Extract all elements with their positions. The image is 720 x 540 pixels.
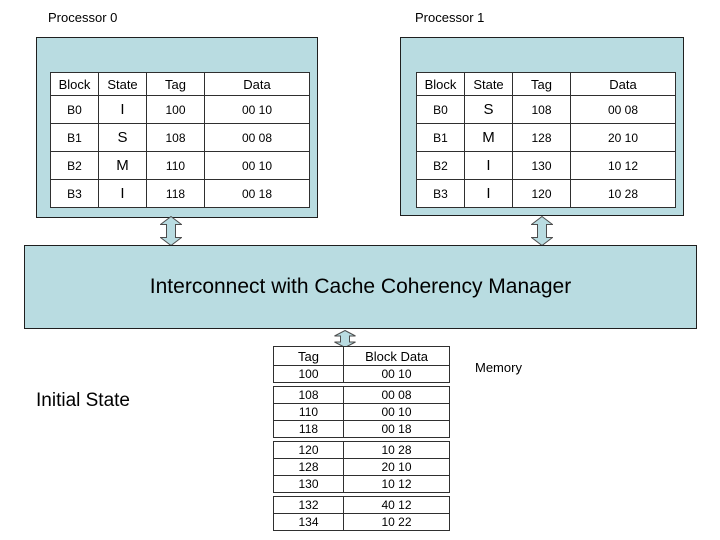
memory-table-group4: 132 40 12 134 10 22 bbox=[273, 496, 450, 531]
block-cell: B2 bbox=[50, 151, 99, 180]
memory-table-group1: Tag Block Data 100 00 10 bbox=[273, 346, 450, 383]
header-block: Block bbox=[416, 72, 465, 96]
header-tag: Tag bbox=[512, 72, 571, 96]
data-cell: 10 28 bbox=[343, 441, 450, 459]
tag-cell: 128 bbox=[273, 458, 344, 476]
processor1-bus-arrow-icon bbox=[531, 216, 553, 246]
memory-header-tag: Tag bbox=[273, 346, 344, 366]
memory-header-data: Block Data bbox=[343, 346, 450, 366]
processor1-title: Processor 1 bbox=[415, 10, 485, 25]
processor0-box: Block State Tag Data B0 I 100 00 10 B1 S… bbox=[36, 37, 318, 218]
table-row: B2 M 110 00 10 bbox=[50, 151, 310, 180]
state-cell: S bbox=[98, 123, 147, 152]
table-row: B1 S 108 00 08 bbox=[50, 123, 310, 152]
state-cell: M bbox=[98, 151, 147, 180]
table-row: 130 10 12 bbox=[273, 475, 450, 493]
header-state: State bbox=[98, 72, 147, 96]
block-cell: B1 bbox=[50, 123, 99, 152]
tag-cell: 128 bbox=[512, 123, 571, 152]
processor1-cache-table: Block State Tag Data B0 S 108 00 08 B1 M… bbox=[416, 72, 676, 208]
table-row: 118 00 18 bbox=[273, 420, 450, 438]
state-cell: I bbox=[98, 179, 147, 208]
memory-table: Tag Block Data 100 00 10 108 00 08 110 0… bbox=[273, 346, 450, 531]
processor0-title: Processor 0 bbox=[48, 10, 118, 25]
table-row: 110 00 10 bbox=[273, 403, 450, 421]
table-row: 108 00 08 bbox=[273, 386, 450, 404]
tag-cell: 110 bbox=[146, 151, 205, 180]
tag-cell: 108 bbox=[512, 95, 571, 124]
data-cell: 00 08 bbox=[570, 95, 676, 124]
data-cell: 40 12 bbox=[343, 496, 450, 514]
table-row: B0 S 108 00 08 bbox=[416, 95, 676, 124]
table-row: B0 I 100 00 10 bbox=[50, 95, 310, 124]
data-cell: 10 12 bbox=[343, 475, 450, 493]
data-cell: 10 12 bbox=[570, 151, 676, 180]
block-cell: B2 bbox=[416, 151, 465, 180]
table-row: 132 40 12 bbox=[273, 496, 450, 514]
block-cell: B0 bbox=[416, 95, 465, 124]
tag-cell: 118 bbox=[146, 179, 205, 208]
tag-cell: 120 bbox=[273, 441, 344, 459]
data-cell: 10 28 bbox=[570, 179, 676, 208]
table-row: 120 10 28 bbox=[273, 441, 450, 459]
state-cell: I bbox=[98, 95, 147, 124]
tag-cell: 132 bbox=[273, 496, 344, 514]
memory-header-row: Tag Block Data bbox=[273, 346, 450, 366]
tag-cell: 134 bbox=[273, 513, 344, 531]
block-cell: B3 bbox=[416, 179, 465, 208]
block-cell: B0 bbox=[50, 95, 99, 124]
header-block: Block bbox=[50, 72, 99, 96]
data-cell: 10 22 bbox=[343, 513, 450, 531]
cache-table-header-row: Block State Tag Data bbox=[416, 72, 676, 96]
data-cell: 00 10 bbox=[204, 151, 310, 180]
table-row: B3 I 120 10 28 bbox=[416, 179, 676, 208]
data-cell: 20 10 bbox=[343, 458, 450, 476]
memory-label: Memory bbox=[475, 360, 522, 375]
tag-cell: 100 bbox=[273, 365, 344, 383]
state-cell: I bbox=[464, 179, 513, 208]
data-cell: 00 10 bbox=[204, 95, 310, 124]
memory-table-group3: 120 10 28 128 20 10 130 10 12 bbox=[273, 441, 450, 493]
processor1-box: Block State Tag Data B0 S 108 00 08 B1 M… bbox=[400, 37, 684, 216]
processor0-cache-table: Block State Tag Data B0 I 100 00 10 B1 S… bbox=[50, 72, 310, 208]
table-row: 128 20 10 bbox=[273, 458, 450, 476]
header-data: Data bbox=[570, 72, 676, 96]
table-row: 100 00 10 bbox=[273, 365, 450, 383]
tag-cell: 108 bbox=[273, 386, 344, 404]
header-tag: Tag bbox=[146, 72, 205, 96]
state-cell: I bbox=[464, 151, 513, 180]
tag-cell: 100 bbox=[146, 95, 205, 124]
data-cell: 00 10 bbox=[343, 365, 450, 383]
header-data: Data bbox=[204, 72, 310, 96]
tag-cell: 118 bbox=[273, 420, 344, 438]
data-cell: 20 10 bbox=[570, 123, 676, 152]
state-cell: M bbox=[464, 123, 513, 152]
interconnect-bar: Interconnect with Cache Coherency Manage… bbox=[24, 245, 697, 329]
data-cell: 00 08 bbox=[204, 123, 310, 152]
initial-state-caption: Initial State bbox=[36, 390, 130, 411]
tag-cell: 130 bbox=[273, 475, 344, 493]
data-cell: 00 18 bbox=[343, 420, 450, 438]
data-cell: 00 10 bbox=[343, 403, 450, 421]
table-row: B2 I 130 10 12 bbox=[416, 151, 676, 180]
processor0-bus-arrow-icon bbox=[160, 216, 182, 246]
memory-table-group2: 108 00 08 110 00 10 118 00 18 bbox=[273, 386, 450, 438]
interconnect-label: Interconnect with Cache Coherency Manage… bbox=[149, 275, 572, 298]
block-cell: B3 bbox=[50, 179, 99, 208]
data-cell: 00 18 bbox=[204, 179, 310, 208]
block-cell: B1 bbox=[416, 123, 465, 152]
data-cell: 00 08 bbox=[343, 386, 450, 404]
state-cell: S bbox=[464, 95, 513, 124]
tag-cell: 120 bbox=[512, 179, 571, 208]
tag-cell: 130 bbox=[512, 151, 571, 180]
header-state: State bbox=[464, 72, 513, 96]
table-row: B1 M 128 20 10 bbox=[416, 123, 676, 152]
cache-table-header-row: Block State Tag Data bbox=[50, 72, 310, 96]
table-row: 134 10 22 bbox=[273, 513, 450, 531]
tag-cell: 110 bbox=[273, 403, 344, 421]
tag-cell: 108 bbox=[146, 123, 205, 152]
table-row: B3 I 118 00 18 bbox=[50, 179, 310, 208]
